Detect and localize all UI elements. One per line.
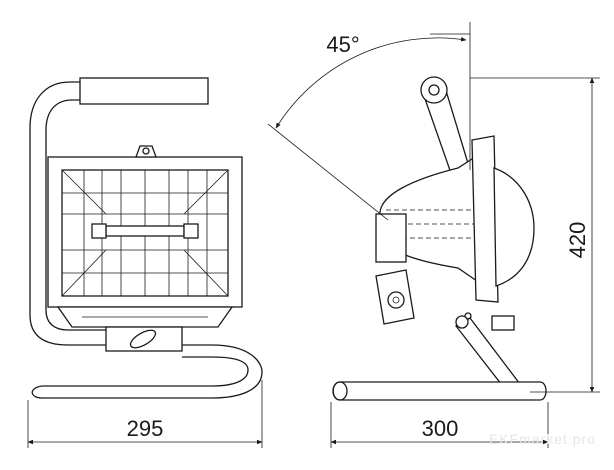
front-tube-frame-inner	[45, 99, 106, 331]
side-rear-cap	[375, 213, 407, 263]
front-width-dimension: 295	[27, 380, 263, 448]
tilt-angle-indicator: 45°	[267, 22, 471, 221]
front-top-tab	[135, 145, 157, 158]
front-switch-knob	[129, 329, 157, 349]
watermark: EKFmarket.pro	[489, 431, 596, 447]
dim-tilt-angle: 45°	[326, 32, 359, 57]
side-handle-knob	[420, 76, 448, 104]
front-tube-frame	[29, 81, 106, 346]
side-base-rod	[332, 381, 547, 401]
dim-height-side: 420	[565, 222, 590, 259]
side-depth-dimension: 300	[330, 402, 549, 448]
side-front-bezel	[471, 135, 499, 303]
dim-depth-side: 300	[422, 416, 459, 441]
front-handle-grip	[79, 77, 209, 105]
front-switch-block	[105, 326, 183, 352]
front-base-curve	[31, 344, 263, 399]
side-view	[332, 76, 547, 401]
side-switch-knob	[387, 291, 405, 309]
side-height-dimension: 420	[470, 77, 600, 393]
side-lens-dome	[493, 167, 535, 287]
side-adjust-knob	[491, 315, 515, 331]
front-lamp-holder-left	[91, 223, 107, 239]
front-top-screw-icon	[142, 147, 150, 155]
front-view	[29, 77, 263, 399]
dim-width-front: 295	[127, 416, 164, 441]
front-lamp-holder-right	[183, 223, 199, 239]
front-halogen-tube	[105, 225, 185, 237]
